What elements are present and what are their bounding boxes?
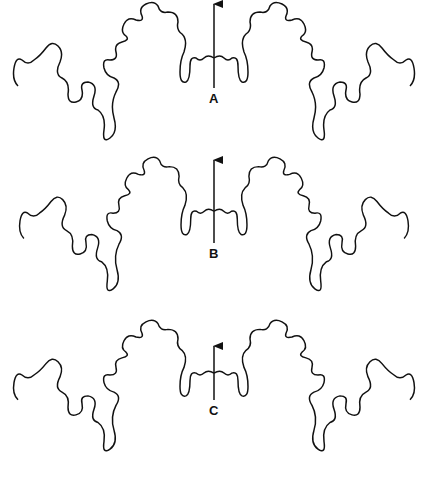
arrow bbox=[213, 160, 215, 243]
left-half bbox=[14, 2, 215, 139]
row-a bbox=[14, 2, 415, 139]
row-c bbox=[14, 320, 415, 451]
row-b bbox=[20, 157, 409, 290]
left-half bbox=[20, 157, 214, 290]
right-half bbox=[214, 320, 415, 451]
right-half bbox=[214, 2, 415, 139]
row-label: A bbox=[207, 92, 220, 106]
arrow bbox=[213, 346, 215, 400]
row-label: C bbox=[207, 404, 220, 418]
right-half bbox=[214, 157, 408, 290]
row-label: B bbox=[207, 247, 220, 261]
arrow bbox=[213, 4, 215, 88]
left-half bbox=[14, 320, 215, 451]
